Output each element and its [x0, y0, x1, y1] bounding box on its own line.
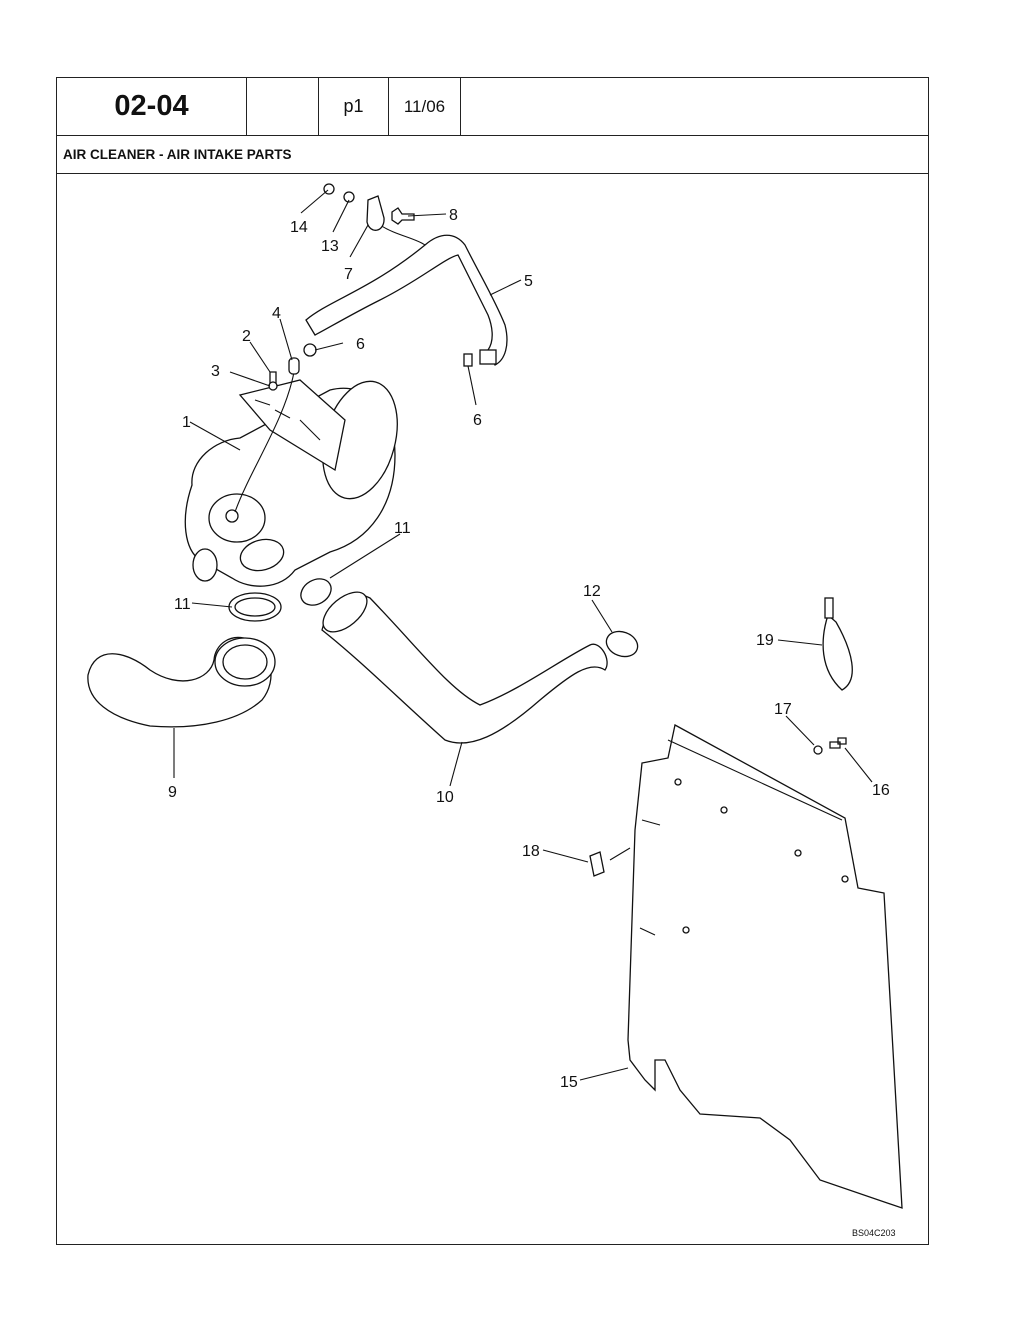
strap-clamp: [822, 613, 853, 691]
callout-18: 18: [522, 843, 540, 860]
bolt: [391, 207, 415, 225]
callout-6a: 6: [356, 336, 365, 353]
bolt: [829, 737, 847, 749]
washer: [268, 381, 278, 391]
callout-16: 16: [872, 782, 890, 799]
clamp: [303, 343, 317, 357]
drawing-code: BS04C203: [852, 1228, 896, 1238]
callout-12: 12: [583, 583, 601, 600]
diagram-frame: [56, 77, 929, 1245]
callout-5: 5: [524, 273, 533, 290]
callout-9: 9: [168, 784, 177, 801]
hose-clamp: [300, 578, 332, 606]
callout-2: 2: [242, 328, 251, 345]
callout-14: 14: [290, 219, 308, 236]
callout-6b: 6: [473, 412, 482, 429]
page-title: AIR CLEANER - AIR INTAKE PARTS: [56, 135, 929, 174]
callout-10: 10: [436, 789, 454, 806]
intake-pipe: [321, 593, 608, 744]
clamp: [463, 353, 473, 367]
callout-11b: 11: [394, 520, 411, 537]
callout-15: 15: [560, 1074, 578, 1091]
hose-clamp: [605, 630, 639, 658]
breather-tube: [234, 371, 295, 513]
shield-panel: [627, 724, 903, 1209]
lock-washer: [813, 745, 823, 755]
callout-1: 1: [182, 414, 191, 431]
callout-4: 4: [272, 305, 281, 322]
callout-17: 17: [774, 701, 792, 718]
callout-13: 13: [321, 238, 339, 255]
callout-8: 8: [449, 207, 458, 224]
callout-11a: 11: [174, 596, 191, 613]
callout-7: 7: [344, 266, 353, 283]
callout-19: 19: [756, 632, 774, 649]
callout-3: 3: [211, 363, 220, 380]
bracket: [366, 195, 385, 231]
lock-washer: [343, 191, 355, 203]
clip: [589, 851, 605, 877]
